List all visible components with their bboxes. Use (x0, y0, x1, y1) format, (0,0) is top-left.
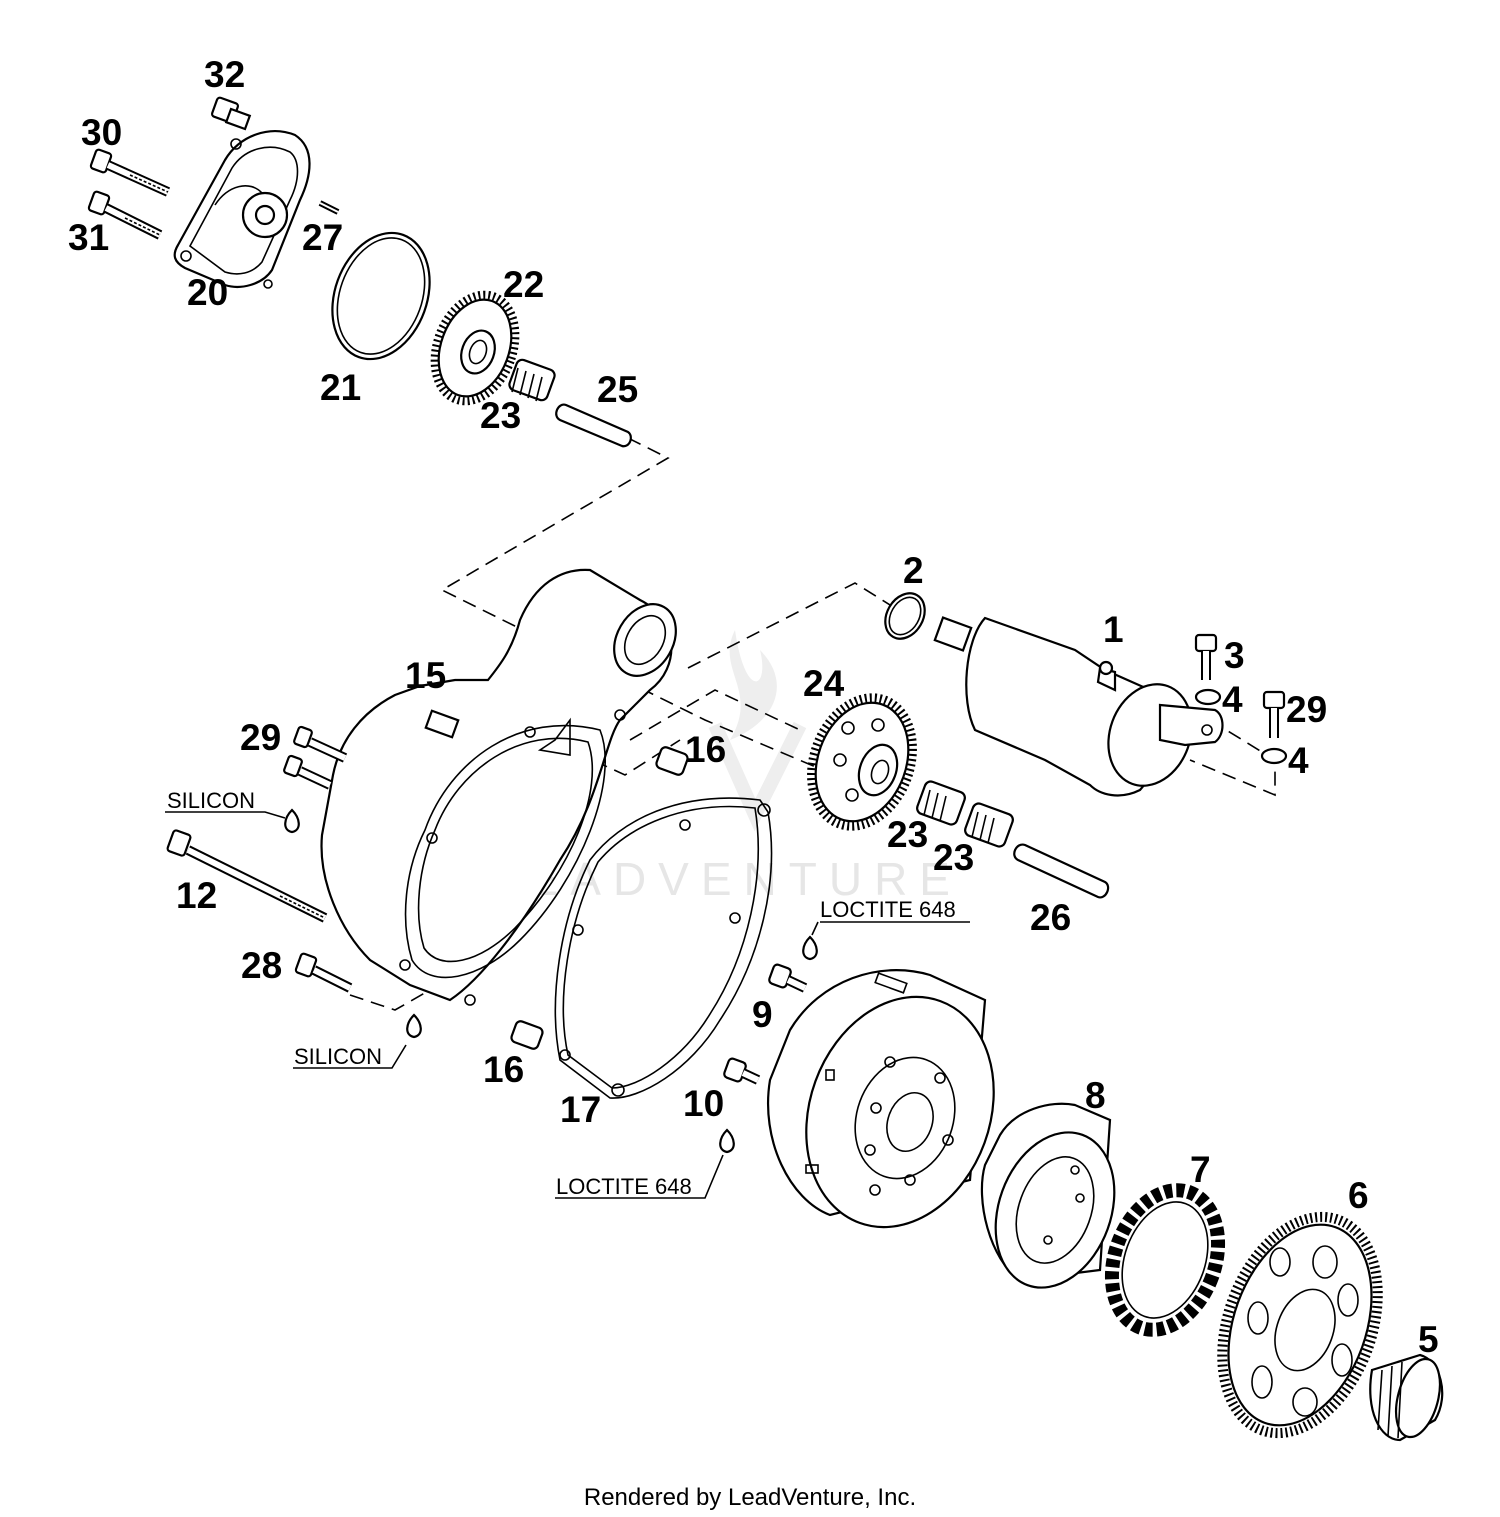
callout-5: 5 (1418, 1319, 1439, 1360)
cover-15 (320, 568, 677, 1006)
bolt-28 (294, 952, 353, 993)
starter-gear-6 (1217, 1211, 1383, 1439)
watermark-v-icon (708, 721, 807, 832)
freewheel-7 (1104, 1183, 1226, 1337)
callout-28: 28 (241, 945, 282, 986)
bolt-29-left-bottom (283, 754, 333, 790)
callout-16-bottom: 16 (483, 1049, 524, 1090)
bolt-28-dashline (349, 989, 431, 1011)
callout-22: 22 (503, 264, 544, 305)
bushing-16-top (655, 746, 689, 776)
bolt-31 (87, 190, 163, 240)
ring-8 (980, 1102, 1116, 1289)
stud-9 (768, 963, 808, 993)
washer-4-top (1194, 688, 1222, 706)
callout-29-left: 29 (240, 717, 281, 758)
bolt-3 (1194, 633, 1218, 680)
bolt-30 (89, 148, 171, 197)
note-loctite-top: LOCTITE 648 (820, 897, 956, 922)
callout-27: 27 (302, 217, 343, 258)
callout-12: 12 (176, 875, 217, 916)
callout-23-middle-a: 23 (887, 814, 928, 855)
callout-10: 10 (683, 1083, 724, 1124)
callout-15: 15 (405, 655, 446, 696)
gear-24 (807, 693, 917, 831)
callout-23-middle-b: 23 (933, 837, 974, 878)
starter-motor-1 (933, 616, 1224, 797)
bushing-16-bottom (510, 1020, 544, 1050)
needle-bearing-23-middle-a (916, 780, 966, 826)
gear-24-dashline (629, 689, 801, 741)
callout-2: 2 (903, 550, 924, 591)
axle-25 (555, 403, 632, 448)
callout-29-right: 29 (1286, 689, 1327, 730)
callout-6: 6 (1348, 1175, 1369, 1216)
stud-10 (723, 1057, 761, 1085)
silicon-drop-top-icon (284, 808, 300, 834)
needle-bearing-5 (1369, 1353, 1444, 1442)
gasket-17 (554, 797, 773, 1099)
callout-7: 7 (1190, 1149, 1211, 1190)
callout-16-top: 16 (685, 729, 726, 770)
callout-26: 26 (1030, 897, 1071, 938)
assembly-lines (329, 437, 1276, 1011)
callout-20: 20 (187, 272, 228, 313)
mount-bolt-dashline (1189, 719, 1276, 797)
callout-24: 24 (803, 663, 845, 704)
callout-4-bottom: 4 (1288, 740, 1309, 781)
watermark: LEADVENTURE (490, 630, 950, 905)
bushing-16-dashline (539, 739, 681, 776)
bolt-29-left-top (293, 725, 348, 763)
washer-4-bottom (1260, 747, 1288, 765)
loctite-drop-bottom-icon (719, 1128, 735, 1154)
callout-3: 3 (1224, 635, 1245, 676)
callout-9: 9 (752, 994, 773, 1035)
needle-bearing-23-top (508, 358, 556, 402)
needle-bearing-23-middle-b (964, 802, 1014, 848)
pin-27 (318, 200, 340, 215)
note-leaders (165, 811, 970, 1199)
callout-21: 21 (320, 367, 361, 408)
notes: SILICON SILICON LOCTITE 648 LOCTITE 648 (167, 788, 956, 1199)
callout-labels: 1 2 3 4 4 5 6 7 8 9 10 12 15 16 16 17 20… (68, 54, 1439, 1360)
flywheel-rotor (766, 969, 995, 1229)
o-ring-21 (331, 231, 431, 361)
gear-22 (430, 290, 520, 406)
axle-25-dashline (440, 437, 871, 791)
bolt-32 (210, 96, 252, 131)
callout-30: 30 (81, 112, 122, 153)
callout-4-top: 4 (1222, 679, 1243, 720)
bolt-29-right (1262, 690, 1286, 738)
watermark-logo-icon (729, 630, 777, 740)
callout-25: 25 (597, 369, 638, 410)
footer-credit: Rendered by LeadVenture, Inc. (584, 1484, 916, 1511)
callout-8: 8 (1085, 1075, 1106, 1116)
starter-dashline (687, 582, 891, 669)
axle-26 (1013, 843, 1110, 899)
callout-31: 31 (68, 217, 109, 258)
silicon-drop-bottom-icon (406, 1013, 422, 1039)
callout-23-top: 23 (480, 395, 521, 436)
callout-17: 17 (560, 1089, 601, 1130)
loctite-drop-top-icon (802, 935, 818, 961)
note-loctite-bottom: LOCTITE 648 (556, 1174, 692, 1199)
note-silicon-top: SILICON (167, 788, 255, 813)
callout-32: 32 (204, 54, 245, 95)
note-silicon-bottom: SILICON (294, 1044, 382, 1069)
bolt-12 (166, 829, 328, 923)
pump-cover-20 (173, 130, 311, 289)
o-ring-2 (884, 592, 926, 640)
callout-1: 1 (1103, 609, 1124, 650)
